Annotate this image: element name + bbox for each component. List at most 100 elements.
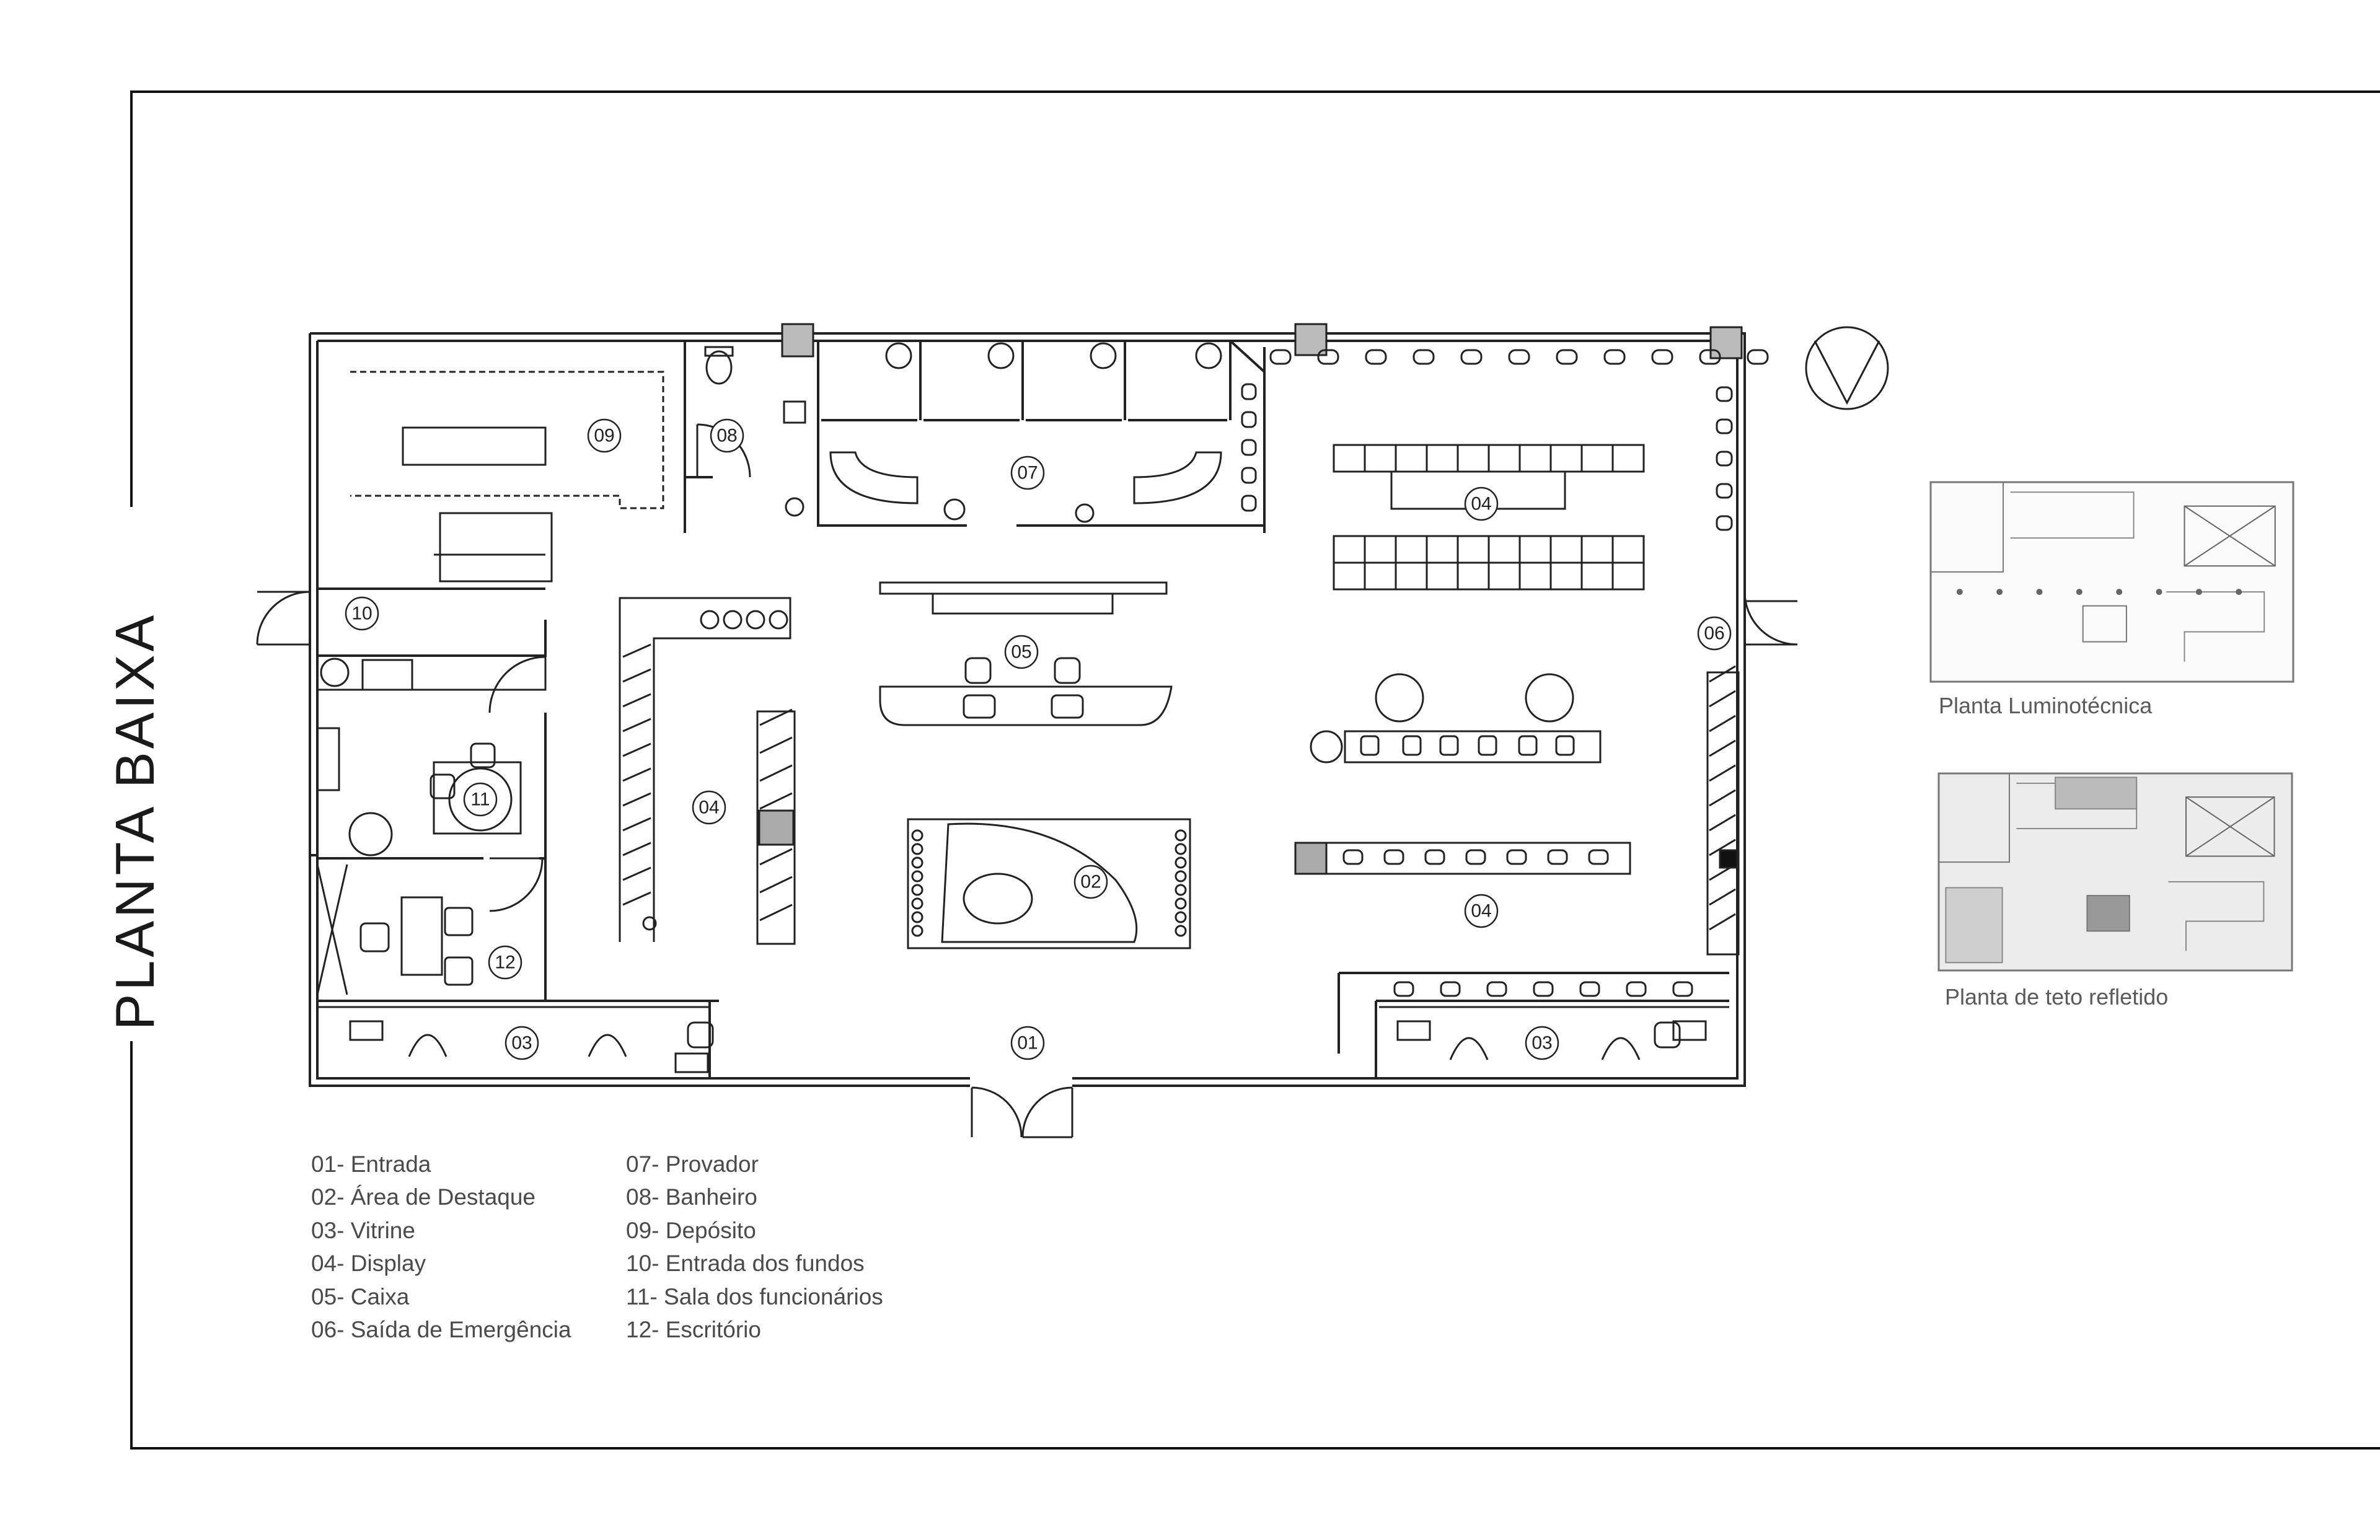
column [1719, 849, 1739, 869]
legend-item: 10- Entrada dos fundos [626, 1251, 865, 1276]
display-item [1547, 849, 1568, 865]
room-tag: 08 [710, 418, 744, 453]
display-item [700, 610, 720, 630]
thumbnail-fixture [2168, 881, 2265, 951]
register [963, 694, 996, 719]
ceiling-plan-caption: Planta de teto refletido [1945, 984, 2169, 1010]
display-item [911, 870, 923, 882]
desk [400, 896, 443, 976]
legend-item: 05- Caixa [311, 1284, 410, 1309]
plant-icon [785, 497, 804, 517]
rack-hanger [622, 693, 651, 708]
display-item [1175, 911, 1187, 923]
rack-hanger [1709, 838, 1736, 856]
thumbnail-frame [1929, 481, 2294, 683]
room-tag: 03 [505, 1026, 539, 1060]
display-item [1383, 849, 1404, 865]
legend-item: 03- Vitrine [311, 1218, 415, 1243]
display-item [911, 884, 923, 896]
thumbnail-wall [2010, 491, 2135, 539]
room-tag: 03 [1525, 1026, 1559, 1060]
display-item [911, 856, 923, 869]
chair-icon [1375, 673, 1424, 723]
door-swing-icon [1743, 591, 1798, 646]
door-swing-icon [256, 591, 311, 645]
thumbnail-hatch [2055, 777, 2138, 810]
room-tag: 06 [1697, 616, 1732, 651]
highlight-platform [907, 818, 1191, 949]
display-item [1716, 483, 1733, 499]
highlight-curve [941, 822, 1138, 943]
rack-hanger [1709, 789, 1736, 807]
display-block [674, 1052, 709, 1073]
thumbnail-light [2236, 589, 2242, 596]
legend-item: 01- Entrada [311, 1151, 431, 1177]
chair-icon [444, 956, 474, 986]
display-item [1747, 349, 1769, 365]
chair-icon [1054, 657, 1081, 684]
rack-hanger [759, 876, 793, 894]
display-rack [756, 710, 796, 945]
thumbnail-light [2116, 589, 2123, 596]
legend-item: 07- Provador [626, 1151, 759, 1177]
chair-icon [963, 873, 1033, 925]
rack-hanger [1709, 739, 1736, 757]
display-item [911, 829, 923, 842]
display-item [1603, 349, 1626, 365]
sink [361, 659, 413, 691]
mannequin-icon [1601, 1037, 1641, 1060]
rack-hanger [622, 742, 651, 757]
display-item [1365, 349, 1387, 365]
lighting-plan-thumbnail [1929, 481, 2294, 683]
display-item [723, 610, 743, 630]
stool [1195, 342, 1222, 369]
bench [1133, 451, 1222, 504]
room-tag-circle [587, 418, 622, 453]
display-item [911, 897, 923, 910]
rack-hanger [622, 767, 651, 782]
room-tag: 09 [587, 418, 622, 453]
legend-item: 08- Banheiro [626, 1184, 757, 1210]
thumbnail-skylight [2185, 796, 2275, 857]
rack-hanger [759, 792, 793, 810]
toilet-icon [705, 350, 733, 385]
room-tag: 01 [1010, 1026, 1045, 1060]
thumbnail-hatch [1945, 887, 2003, 964]
lighting-plan-caption: Planta Luminotécnica [1939, 693, 2153, 718]
display-item [1460, 349, 1483, 365]
room-tag-circle [1073, 865, 1108, 899]
mannequin-icon [1449, 1037, 1489, 1060]
table [348, 812, 393, 856]
chair-icon [470, 742, 496, 768]
walls [309, 332, 1746, 1087]
door-swing-icon [488, 656, 546, 713]
room-tag-label: 10 [351, 604, 372, 624]
display-item [1175, 925, 1187, 937]
display-item [1716, 386, 1733, 402]
display-item [1175, 829, 1187, 842]
thumbnail-light [1996, 589, 2003, 596]
exterior-wall [309, 333, 970, 1087]
display-item [1716, 418, 1733, 434]
rack-hanger [1709, 888, 1736, 906]
display-item [1506, 849, 1527, 865]
rack-hanger [1709, 690, 1736, 708]
display-item [1672, 981, 1693, 997]
thumbnail-fixture [2086, 895, 2130, 932]
shelf [316, 864, 348, 995]
bench [829, 451, 919, 504]
display-item [1478, 735, 1497, 756]
stool [885, 342, 912, 369]
room-tag-circle [488, 945, 522, 980]
thumbnail-skylight [2184, 505, 2276, 567]
room-tag-circle [692, 790, 726, 825]
rack-hanger [1709, 814, 1736, 832]
display-cell [1611, 561, 1645, 591]
room-tag-label: 01 [1017, 1033, 1038, 1054]
thumbnail-skylight [2184, 505, 2276, 567]
rack-hanger [622, 842, 651, 856]
storage-shelf [350, 371, 664, 509]
